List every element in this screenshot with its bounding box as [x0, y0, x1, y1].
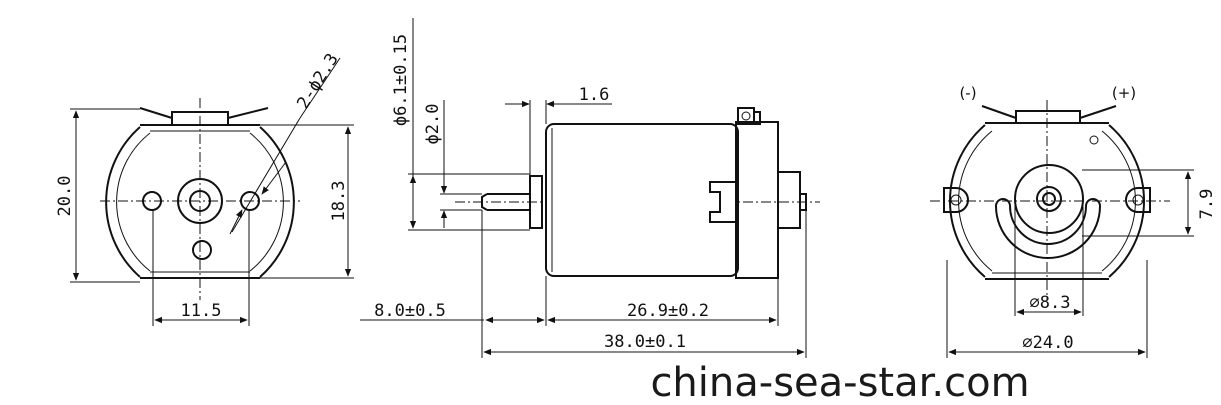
rear-negative-label: (-): [959, 84, 976, 102]
side-boss-length-dim: 1.6: [579, 85, 610, 105]
front-view: [70, 57, 354, 326]
front-hole-callout: 2-ϕ2.3: [293, 50, 343, 113]
side-boss-diameter-dim: ϕ6.1±0.15: [391, 34, 411, 126]
side-view: [360, 18, 820, 358]
rear-positive-label: (+): [1112, 84, 1136, 102]
front-inner-height-dim: 18.3: [329, 181, 349, 222]
side-shaft-length-dim: 8.0±0.5: [374, 301, 446, 321]
rear-terminal-spacing-dim: 7.9: [1197, 189, 1217, 220]
rear-view: [930, 100, 1194, 358]
side-overall-length-dim: 38.0±0.1: [604, 332, 686, 352]
watermark-text: china-sea-star.com: [650, 360, 1029, 405]
front-height-dim: 20.0: [55, 176, 75, 217]
front-bottom-width-dim: 11.5: [181, 301, 222, 321]
rear-bearing-diameter-dim: ∅8.3: [1030, 293, 1071, 313]
side-body-length-dim: 26.9±0.2: [627, 301, 709, 321]
side-shaft-diameter-dim: ϕ2.0: [423, 104, 443, 145]
rear-body-diameter-dim: ∅24.0: [1022, 333, 1073, 353]
